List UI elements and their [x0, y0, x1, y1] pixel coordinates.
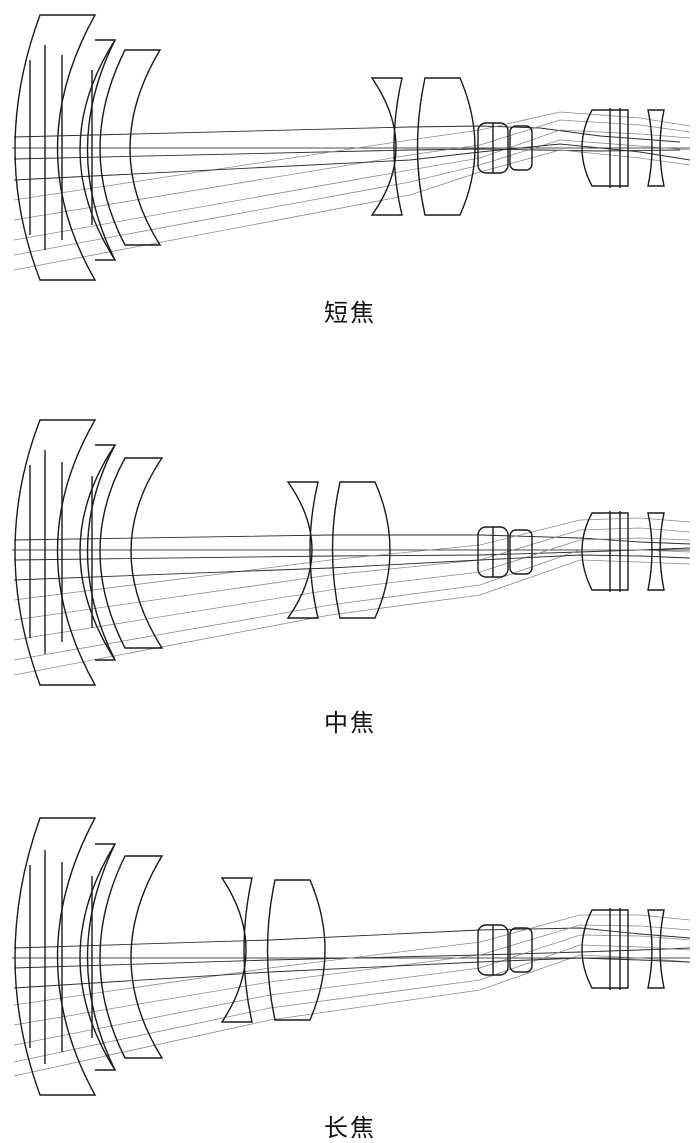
front-group [14, 817, 164, 1096]
caption-short-focal: 短焦 [324, 299, 376, 327]
variator-group [286, 481, 391, 619]
relay-group [581, 511, 665, 592]
ray-bundle [13, 517, 691, 676]
ray-bundle [13, 111, 691, 271]
front-group [14, 14, 162, 281]
ray-bundle [13, 914, 691, 1077]
panel-short-focal: 短焦 [0, 0, 700, 340]
caption-medium-focal: 中焦 [324, 709, 376, 737]
optical-layout-long [12, 817, 691, 1096]
front-group [14, 419, 164, 686]
variator-group [220, 877, 326, 1023]
variator-group [370, 77, 476, 216]
optical-layout-short [12, 14, 691, 281]
relay-group [581, 108, 665, 188]
panel-medium-focal: 中焦 [0, 410, 700, 750]
panel-long-focal: 长焦 [0, 810, 700, 1142]
compensator-group [477, 526, 533, 578]
compensator-group [477, 924, 533, 976]
optical-layout-medium [12, 419, 691, 686]
relay-group [581, 908, 665, 990]
caption-long-focal: 长焦 [324, 1114, 376, 1142]
compensator-group [477, 122, 533, 174]
